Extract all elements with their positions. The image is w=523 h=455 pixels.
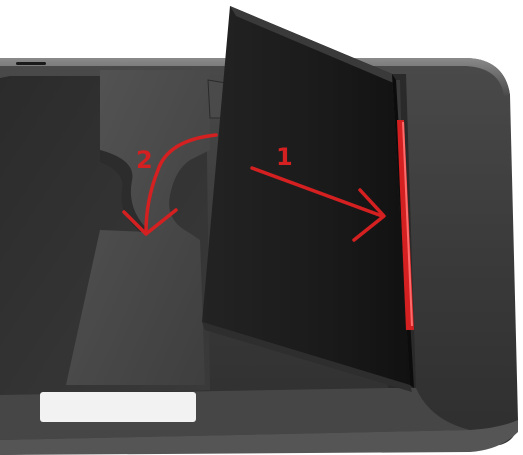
step-1-label: 1 <box>276 143 293 171</box>
top-slot <box>16 62 46 65</box>
step-2-label: 2 <box>136 146 153 174</box>
front-label <box>40 392 196 422</box>
